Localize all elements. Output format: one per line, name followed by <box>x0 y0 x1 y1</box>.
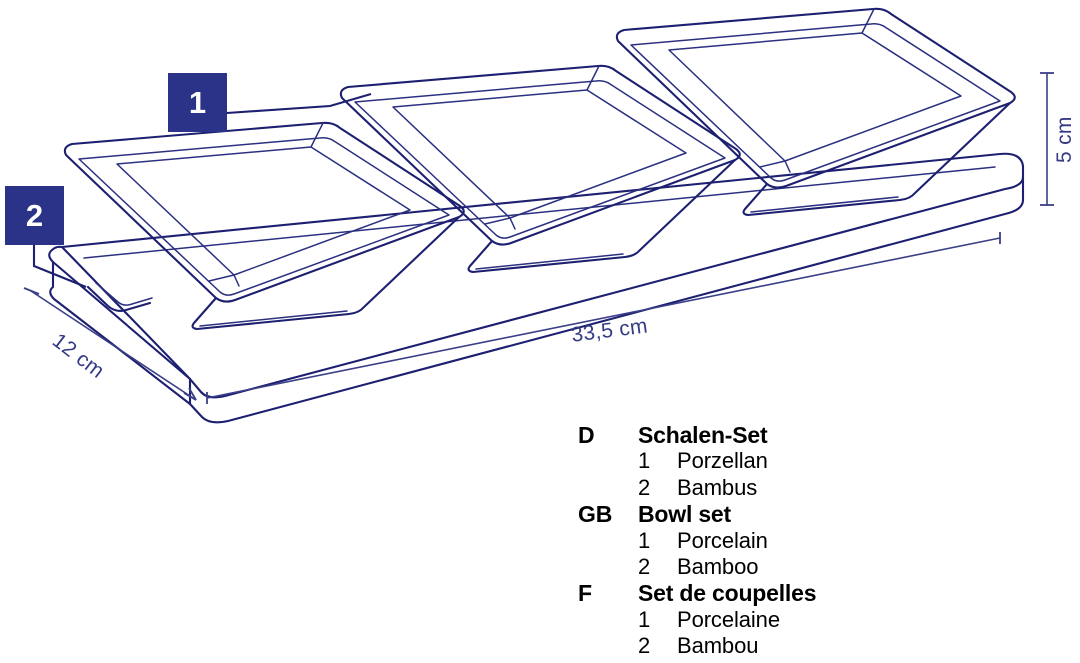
bamboo-tray <box>48 152 1025 424</box>
leader-line-1 <box>226 92 372 115</box>
legend-group-gb: GB Bowl set 1 Porcelain 2 Bamboo <box>578 501 816 580</box>
legend-heading: D Schalen-Set <box>578 422 816 448</box>
legend-language-code: F <box>578 580 592 607</box>
legend-item: 1 Porcelain <box>578 528 816 554</box>
legend-item-material: Bambou <box>677 633 759 659</box>
legend-title: Set de coupelles <box>638 580 817 607</box>
dimension-label-height: 5 cm <box>1053 116 1076 163</box>
legend-heading: GB Bowl set <box>578 501 816 527</box>
callout-badge-1: 1 <box>168 73 227 132</box>
legend-item: 1 Porzellan <box>578 448 816 474</box>
leader-line-2 <box>32 245 87 288</box>
callout-badge-1-number: 1 <box>188 85 207 120</box>
legend-title: Schalen-Set <box>638 422 768 448</box>
legend-item-index: 2 <box>638 553 651 579</box>
legend-item-index: 2 <box>638 474 651 500</box>
bowl-right <box>615 7 1016 217</box>
legend-item-index: 2 <box>638 633 651 659</box>
legend-item-index: 1 <box>638 527 651 553</box>
legend-item-index: 1 <box>638 448 651 474</box>
legend-item-material: Porcelain <box>677 527 768 553</box>
dimension-line-height <box>1040 72 1054 206</box>
bowl-left <box>63 121 465 331</box>
callout-leader-lines <box>32 92 372 288</box>
legend-item-material: Porzellan <box>677 448 768 474</box>
legend-group-de: D Schalen-Set 1 Porzellan 2 Bambus <box>578 422 816 501</box>
legend-heading: F Set de coupelles <box>578 580 817 607</box>
legend-group-fr: F Set de coupelles 1 Porcelaine 2 Bambou <box>578 580 817 659</box>
legend-item: 1 Porcelaine <box>578 607 816 633</box>
legend: D Schalen-Set 1 Porzellan 2 Bambus GB Bo… <box>578 422 817 660</box>
callout-badge-2-number: 2 <box>25 198 44 233</box>
legend-item: 2 Bambou <box>578 633 816 659</box>
legend-language-code: D <box>578 422 595 448</box>
dimension-line-width <box>206 232 1001 404</box>
legend-item-material: Bamboo <box>677 553 759 579</box>
dimension-line-depth <box>23 287 197 401</box>
legend-item: 2 Bambus <box>578 475 816 501</box>
legend-item-material: Porcelaine <box>677 606 780 632</box>
legend-item: 2 Bamboo <box>578 554 816 580</box>
legend-language-code: GB <box>578 501 613 528</box>
bowl-middle <box>339 64 741 274</box>
legend-item-index: 1 <box>638 606 651 632</box>
legend-title: Bowl set <box>638 501 731 528</box>
callout-badge-2: 2 <box>5 186 64 245</box>
legend-item-material: Bambus <box>677 474 758 500</box>
